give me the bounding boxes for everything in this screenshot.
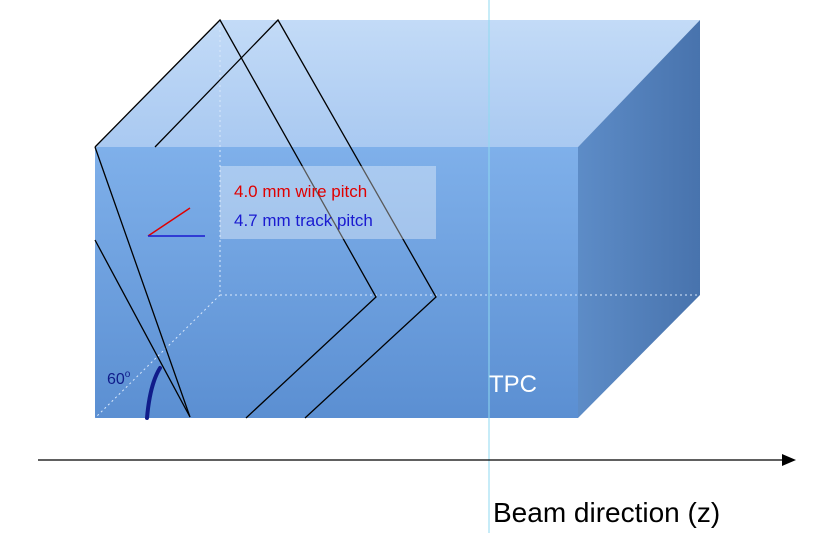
- angle-value: 60: [107, 371, 125, 388]
- wire-pitch-line: [147, 207, 191, 237]
- wire-plane-2: [154, 18, 437, 419]
- wire-plane-edge-upper: [94, 146, 191, 418]
- angle-label: 60o: [107, 369, 131, 388]
- hidden-edges: [94, 20, 700, 419]
- tpc-top-face: [95, 20, 700, 147]
- tpc-label: TPC: [489, 371, 537, 398]
- wire-plane-edge-lower: [94, 239, 191, 418]
- tpc-front-face: [95, 147, 578, 418]
- wire-plane-1: [94, 18, 377, 419]
- wire-pitch-label: 4.0 mm wire pitch: [234, 182, 367, 201]
- track-pitch-label: 4.7 mm track pitch: [234, 211, 373, 230]
- beam-direction-label: Beam direction (z): [493, 497, 720, 528]
- annotation-box: [220, 166, 436, 239]
- angle-degree-symbol: o: [125, 369, 131, 380]
- angle-arc: [145, 366, 162, 420]
- wire-planes: [94, 18, 437, 419]
- beam-axis-arrowhead: [782, 454, 796, 466]
- tpc-side-face: [578, 20, 700, 418]
